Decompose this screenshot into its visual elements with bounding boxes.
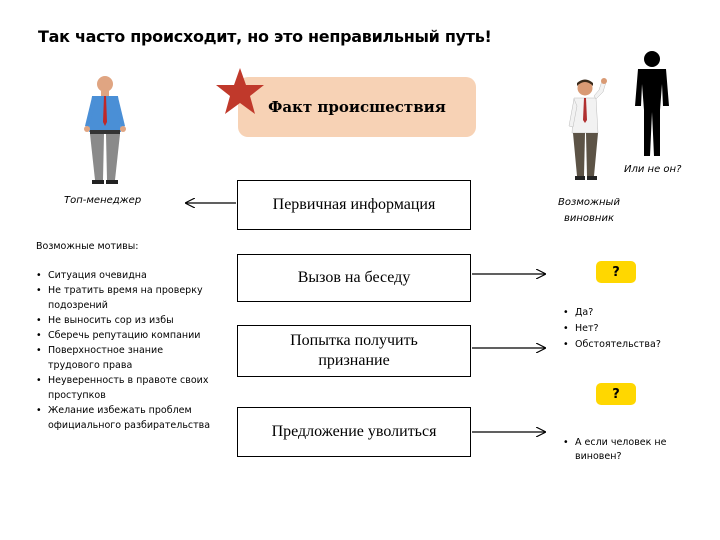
fact-label: Факт происшествия xyxy=(268,98,446,116)
list-item: Сберечь репутацию компании xyxy=(36,328,216,343)
list-item: Да? xyxy=(563,305,703,321)
star-icon xyxy=(216,68,264,114)
list-item: Желание избежать проблем официального ра… xyxy=(36,403,216,433)
resign-box: Предложение уволиться xyxy=(237,407,471,457)
top-manager-label: Топ-менеджер xyxy=(64,195,142,206)
list-item: Не выносить сор из избы xyxy=(36,313,216,328)
confession-label: Попытка получить признание xyxy=(290,332,418,369)
other-suspect-label: Или не он? xyxy=(624,164,682,175)
silhouette-figure xyxy=(635,51,669,156)
confession-box: Попытка получить признание xyxy=(237,325,471,377)
culprit-label: Возможный виновник xyxy=(558,197,620,224)
motives-block: Возможные мотивы: Ситуация очевидна Не т… xyxy=(36,239,216,433)
top-manager-figure xyxy=(84,76,126,184)
answers-list-2: А если человек не виновен? xyxy=(563,436,673,464)
culprit-figure xyxy=(568,78,607,180)
fact-box: Факт происшествия xyxy=(238,77,476,137)
list-item: Ситуация очевидна xyxy=(36,268,216,283)
primary-info-box: Первичная информация xyxy=(237,180,471,230)
question-badge-1: ? xyxy=(596,261,636,283)
list-item: Нет? xyxy=(563,321,703,337)
call-label: Вызов на беседу xyxy=(297,269,411,286)
motives-list: Ситуация очевидна Не тратить время на пр… xyxy=(36,268,216,433)
list-item: Поверхностное знание трудового права xyxy=(36,343,216,373)
call-box: Вызов на беседу xyxy=(237,254,471,302)
resign-label: Предложение уволиться xyxy=(271,423,437,440)
question-badge-2: ? xyxy=(596,383,636,405)
list-item: А если человек не виновен? xyxy=(563,436,673,464)
list-item: Неуверенность в правоте своих проступков xyxy=(36,373,216,403)
list-item: Не тратить время на проверку подозрений xyxy=(36,283,216,313)
page-title: Так часто происходит, но это неправильны… xyxy=(38,27,492,46)
motives-heading: Возможные мотивы: xyxy=(36,241,139,252)
primary-info-label: Первичная информация xyxy=(272,196,436,213)
answers-list-1: Да? Нет? Обстоятельства? xyxy=(563,305,703,353)
list-item: Обстоятельства? xyxy=(563,337,703,353)
